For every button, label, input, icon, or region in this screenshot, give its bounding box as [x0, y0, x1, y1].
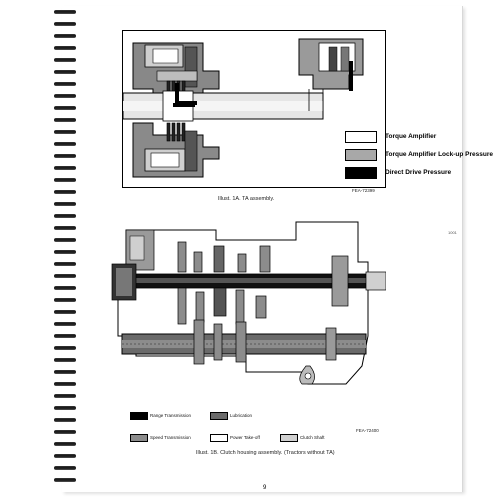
figure-1a-caption: Illust. 1A. TA assembly. [218, 196, 275, 202]
binding-coil [54, 310, 76, 314]
legend-label: Lubrication [230, 413, 253, 418]
legend-label: Clutch Shaft [300, 435, 325, 440]
legend-swatch [130, 434, 148, 442]
binding-coil [54, 250, 76, 254]
binding-coil [54, 298, 76, 302]
legend-label: Range Transmission [150, 413, 192, 418]
binding-coil [54, 214, 76, 218]
binding-coil [54, 382, 76, 386]
binding-coil [54, 166, 76, 170]
legend-swatch [130, 412, 148, 420]
binding-coil [54, 238, 76, 242]
binding-coil [54, 70, 76, 74]
binding-coil [54, 130, 76, 134]
binding-coil [54, 202, 76, 206]
binding-coil [54, 226, 76, 230]
legend-label: Torque Amplifier Lock-up Pressure [385, 151, 493, 158]
binding-coil [54, 82, 76, 86]
binding-coil [54, 34, 76, 38]
binding-coil [54, 154, 76, 158]
legend-swatch [210, 412, 228, 420]
legend-swatch [280, 434, 298, 442]
legend-label: Direct Drive Pressure [385, 169, 452, 176]
spiral-binding [54, 10, 78, 490]
binding-coil [54, 106, 76, 110]
binding-coil [54, 46, 76, 50]
binding-coil [54, 58, 76, 62]
clutch-housing-drawing [111, 221, 386, 385]
binding-coil [54, 430, 76, 434]
binding-coil [54, 178, 76, 182]
binding-coil [54, 406, 76, 410]
legend-swatch [345, 131, 377, 143]
binding-coil [54, 22, 76, 26]
binding-coil [54, 394, 76, 398]
legend-swatch [210, 434, 228, 442]
figure-1b-caption: Illust. 1B. Clutch housing assembly. (Tr… [196, 450, 335, 456]
margin-mark: 1001 [448, 230, 457, 235]
legend-label: Speed Transmission [150, 435, 191, 440]
binding-coil [54, 286, 76, 290]
binding-coil [54, 262, 76, 266]
legend-label: Power Take-off [230, 435, 260, 440]
binding-coil [54, 346, 76, 350]
figure-1a-ref-code: FEA-72399 [352, 188, 375, 193]
binding-coil [54, 118, 76, 122]
binding-coil [54, 454, 76, 458]
binding-coil [54, 190, 76, 194]
page-number: 9 [263, 485, 267, 491]
binding-coil [54, 466, 76, 470]
figure-1a-frame: Torque Amplifier Torque Amplifier Lock-u… [122, 30, 493, 188]
binding-coil [54, 274, 76, 278]
binding-coil [54, 418, 76, 422]
legend-label: Torque Amplifier [385, 133, 437, 140]
binding-coil [54, 94, 76, 98]
binding-coil [54, 358, 76, 362]
binding-coil [54, 370, 76, 374]
binding-coil [54, 334, 76, 338]
legend-swatch [345, 149, 377, 161]
binding-coil [54, 442, 76, 446]
torque-amplifier-drawing [123, 38, 364, 178]
binding-coil [54, 478, 76, 482]
binding-coil [54, 10, 76, 14]
binding-coil [54, 322, 76, 326]
legend-swatch [345, 167, 377, 179]
binding-coil [54, 142, 76, 146]
figure-1b-ref-code: FEA-72400 [356, 428, 379, 433]
